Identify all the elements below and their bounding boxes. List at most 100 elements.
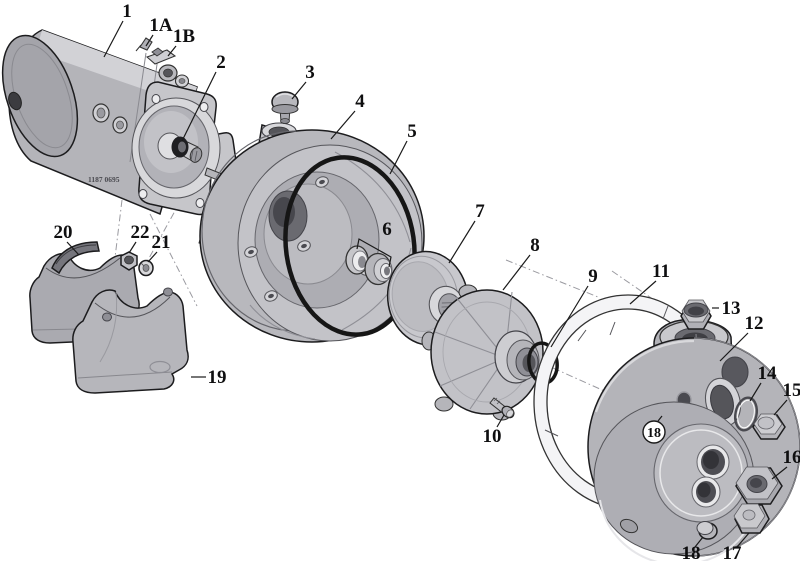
callout-13: 13 xyxy=(712,298,741,319)
ring-joint xyxy=(577,329,587,342)
seal-head-bore xyxy=(384,266,390,276)
rear-saddle-line xyxy=(45,257,121,279)
callout-1a: 1A xyxy=(145,15,173,47)
diffuser-ear xyxy=(434,396,454,412)
callout-18-circled: 18 xyxy=(642,415,666,444)
ring-joint xyxy=(662,305,669,320)
drain-plug-18 xyxy=(696,521,718,540)
callout-5: 5 xyxy=(389,121,417,175)
seal-plate-highlight xyxy=(599,499,746,561)
corner-hole xyxy=(199,102,209,112)
thread-line xyxy=(493,397,498,402)
callout-label: 5 xyxy=(407,121,417,142)
callout-label: 13 xyxy=(722,298,741,319)
callout-1: 1 xyxy=(103,1,132,58)
callout-label: 8 xyxy=(530,235,540,256)
corner-hole xyxy=(195,198,205,208)
motor xyxy=(1,29,238,216)
front-base-line xyxy=(77,371,173,379)
mounting-base-front-foot xyxy=(72,287,189,394)
fitting-nut-13 xyxy=(680,299,712,330)
callout-21: 21 xyxy=(147,232,171,263)
callout-19: 19 xyxy=(191,367,227,388)
front-port-dark xyxy=(703,451,719,469)
plate-clip xyxy=(151,47,164,57)
o-ring-14 xyxy=(733,396,759,432)
face-hole-slot xyxy=(301,243,307,249)
callout-label: 12 xyxy=(745,313,764,334)
callout-17: 17 xyxy=(723,532,750,561)
spline-line xyxy=(190,149,194,161)
port-disc-ring xyxy=(659,429,743,517)
hex-face xyxy=(742,509,756,521)
nut-22 xyxy=(120,251,138,271)
rim-highlight xyxy=(594,339,695,413)
callout-18-bottom: 18 xyxy=(682,536,704,561)
o-ring xyxy=(733,396,759,432)
corner-hole xyxy=(138,189,148,199)
face-hole-slot xyxy=(319,179,325,185)
callout-label: 18 xyxy=(682,543,701,561)
washer-split xyxy=(140,262,145,267)
callout-3: 3 xyxy=(291,62,315,100)
casing-tab xyxy=(619,518,639,534)
callout-label: 19 xyxy=(208,367,227,388)
shaft-seal-6 xyxy=(345,245,393,286)
washer-hole xyxy=(178,78,186,84)
ear-hole xyxy=(102,312,112,322)
foot-rib xyxy=(99,291,118,363)
callout-11: 11 xyxy=(629,261,670,305)
o-ring-large xyxy=(283,155,417,337)
screw-10 xyxy=(489,397,515,419)
pad-oval xyxy=(149,360,171,374)
rear-vent-hole xyxy=(8,91,22,111)
callout-12: 12 xyxy=(719,313,764,362)
callout-7: 7 xyxy=(448,201,485,264)
callout-label: 22 xyxy=(131,222,150,243)
drawing-number-stamp: 1187 0695 xyxy=(88,175,120,184)
pipe-plug-3 xyxy=(271,91,299,124)
hex-plug-15 xyxy=(752,413,786,440)
washer-hole xyxy=(142,264,150,272)
slinger-bore xyxy=(178,141,186,153)
callout-2: 2 xyxy=(181,52,226,142)
callout-label: 14 xyxy=(758,363,778,384)
callout-15: 15 xyxy=(773,380,800,416)
cone-rib xyxy=(434,331,506,359)
callout-label: 10 xyxy=(483,426,502,447)
washer-21 xyxy=(138,259,154,277)
callout-label: 20 xyxy=(54,222,73,243)
nut-hole xyxy=(124,255,134,265)
callout-label: 2 xyxy=(216,52,226,73)
screw-head-face xyxy=(506,409,514,418)
socket-dark xyxy=(750,478,762,488)
callout-label: 17 xyxy=(723,543,743,561)
callout-label: 16 xyxy=(783,447,800,468)
callout-label: 21 xyxy=(152,232,171,253)
bracket-rim-arc xyxy=(201,130,297,332)
plug-tip xyxy=(280,118,290,124)
projection-line xyxy=(149,213,198,307)
callout-4: 4 xyxy=(330,91,365,140)
ring-joint xyxy=(609,321,616,336)
pump-casing xyxy=(587,318,800,561)
hex-plug-17 xyxy=(733,503,770,534)
side-port-bore xyxy=(710,384,734,420)
callout-label: 6 xyxy=(382,219,392,240)
o-ring-inner xyxy=(737,399,755,429)
callout-label: 9 xyxy=(588,266,598,287)
rear-rim-arc xyxy=(693,337,800,557)
callout-9: 9 xyxy=(550,266,598,348)
front-foot xyxy=(72,289,189,394)
callout-20: 20 xyxy=(54,222,80,256)
callout-10: 10 xyxy=(483,414,505,447)
shaft-washers xyxy=(158,64,190,88)
bolt-head-center xyxy=(116,120,124,130)
dome-highlight xyxy=(275,93,295,98)
thread-line xyxy=(496,400,501,405)
callout-balloon xyxy=(642,420,666,444)
clip-lead xyxy=(135,44,142,52)
ring-joint xyxy=(544,429,559,437)
callout-label: 18 xyxy=(647,426,661,441)
callout-label: 1B xyxy=(173,26,196,47)
